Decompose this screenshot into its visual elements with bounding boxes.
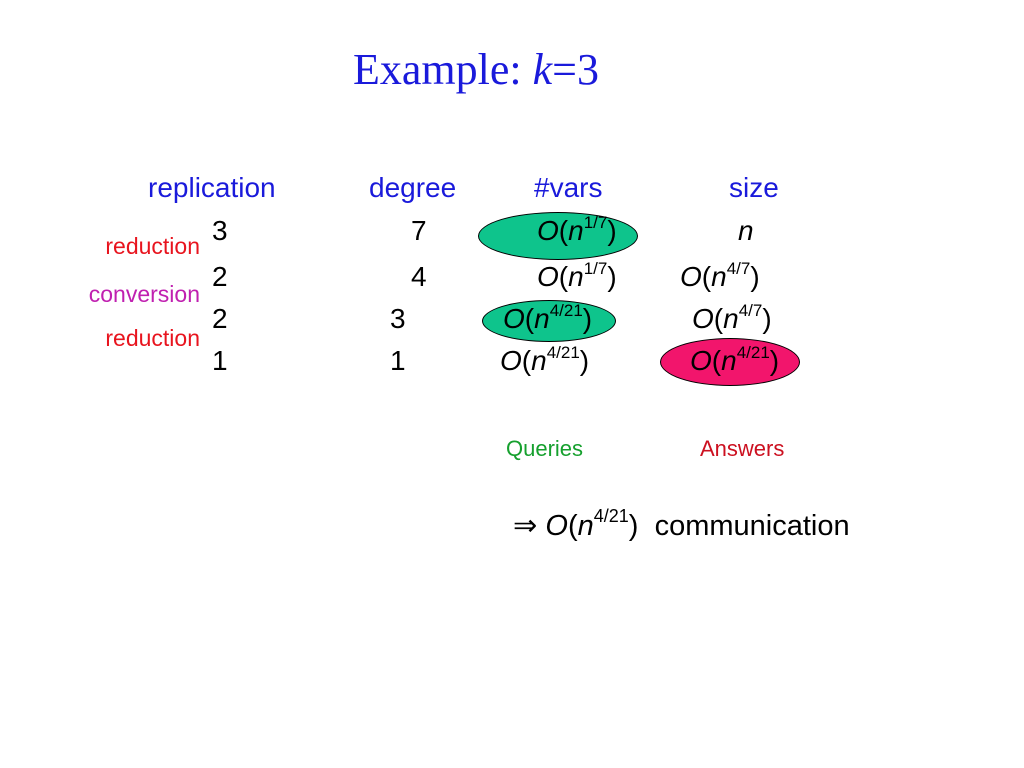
page-title: Example: k=3	[0, 44, 952, 95]
header-vars: #vars	[534, 172, 603, 203]
title-variable: k	[532, 45, 553, 94]
row3-size: O(n4/7)	[692, 301, 772, 334]
row2-degree: 4	[411, 261, 427, 292]
highlight-ellipse-vars-row3	[482, 300, 616, 342]
row2-size: O(n4/7)	[680, 259, 760, 292]
side-label-reduction-2: reduction	[105, 325, 200, 351]
row4-degree: 1	[390, 345, 406, 376]
row3-degree: 3	[390, 303, 406, 334]
header-degree: degree	[369, 172, 457, 203]
row3-vars: O(n4/21)	[503, 301, 593, 334]
label-queries: Queries	[506, 436, 584, 461]
title-suffix: =3	[552, 45, 599, 94]
row4-replication: 1	[212, 345, 228, 376]
label-answers: Answers	[700, 436, 785, 461]
row3-replication: 2	[212, 303, 228, 334]
highlight-ellipse-size-row4	[660, 338, 800, 386]
row1-replication: 3	[212, 215, 228, 246]
row2-replication: 2	[212, 261, 228, 292]
row1-size: n	[738, 215, 754, 246]
row4-vars: O(n4/21)	[500, 343, 590, 376]
row4-size: O(n4/21)	[690, 343, 780, 376]
row2-vars: O(n1/7)	[537, 259, 617, 292]
side-label-reduction-1: reduction	[105, 233, 200, 259]
implies-arrow: ⇒	[513, 510, 538, 542]
header-size: size	[729, 172, 779, 203]
conclusion: ⇒ O(n4/21) communication	[513, 506, 850, 542]
title-prefix: Example:	[353, 45, 533, 94]
side-label-conversion: conversion	[88, 281, 200, 307]
row1-vars: O(n1/7)	[537, 213, 617, 246]
highlight-ellipse-vars-row1	[478, 212, 638, 260]
header-replication: replication	[148, 172, 276, 203]
row1-degree: 7	[411, 215, 427, 246]
conclusion-text: communication	[654, 510, 850, 542]
